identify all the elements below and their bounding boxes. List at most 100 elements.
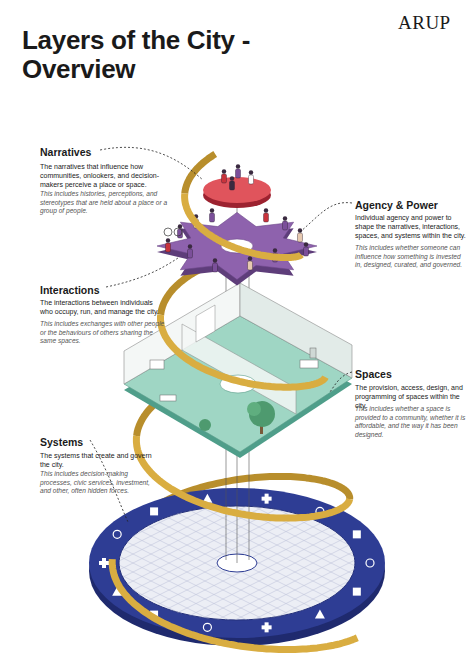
layer-description: The narratives that influence how commun… bbox=[40, 162, 168, 189]
illustration-polygon bbox=[240, 283, 352, 378]
layer-note: This includes exchanges with other peopl… bbox=[40, 320, 165, 346]
illustration-line bbox=[60, 546, 420, 669]
illustration-circle bbox=[298, 228, 302, 232]
layer-heading: Agency & Power bbox=[355, 199, 438, 211]
ribbon-front bbox=[112, 193, 357, 649]
illustration-line bbox=[60, 599, 420, 669]
illustration-rect bbox=[188, 249, 193, 258]
illustration-circle bbox=[249, 170, 253, 174]
illustration-circle bbox=[230, 176, 234, 180]
illustration-line bbox=[60, 600, 420, 669]
illustration-rect bbox=[353, 530, 361, 538]
illustration-circle bbox=[203, 623, 211, 631]
illustration-line bbox=[60, 474, 420, 654]
illustration-line bbox=[60, 492, 420, 669]
illustration-line bbox=[60, 528, 420, 669]
layer-description: The interactions between individuals who… bbox=[40, 298, 165, 316]
illustration-line bbox=[60, 510, 420, 669]
illustration-polyline bbox=[185, 193, 302, 257]
illustration-rect bbox=[150, 360, 164, 369]
illustration-rect bbox=[248, 261, 253, 270]
brand-logo: ARUP bbox=[398, 12, 451, 34]
illustration-rect bbox=[300, 360, 318, 368]
illustration-line bbox=[60, 473, 420, 653]
illustration-polygon bbox=[196, 305, 215, 342]
illustration-line bbox=[60, 609, 420, 669]
illustration-line bbox=[60, 437, 420, 617]
illustration-rect bbox=[249, 175, 254, 184]
illustration-line bbox=[60, 509, 420, 669]
illustration-path bbox=[300, 203, 352, 232]
illustration-circle bbox=[283, 216, 287, 220]
illustration-circle bbox=[247, 402, 261, 416]
illustration-line bbox=[60, 582, 420, 669]
illustration-rect bbox=[264, 213, 269, 222]
illustration-line bbox=[60, 519, 420, 669]
layer-heading: Interactions bbox=[40, 284, 100, 296]
illustration-rect bbox=[99, 561, 109, 565]
illustration-circle bbox=[213, 258, 217, 262]
layer-description: Individual agency and power to shape the… bbox=[355, 213, 467, 240]
illustration-line bbox=[60, 537, 420, 669]
illustration-rect bbox=[213, 263, 218, 272]
page-title: Layers of the City - Overview bbox=[22, 26, 272, 84]
illustration-circle bbox=[166, 238, 170, 242]
illustration-line bbox=[60, 572, 420, 669]
illustration-circle bbox=[304, 242, 308, 246]
illustration-polyline bbox=[161, 315, 326, 387]
illustration-rect bbox=[160, 395, 176, 401]
illustration-rect bbox=[310, 348, 316, 358]
layer-note: This includes histories, perceptions, an… bbox=[40, 190, 168, 216]
illustration-rect bbox=[262, 497, 272, 501]
illustration-rect bbox=[353, 588, 361, 596]
layer-description: The systems that create and govern the c… bbox=[40, 451, 158, 469]
illustration-circle bbox=[174, 228, 182, 236]
layer-heading: Spaces bbox=[355, 368, 392, 380]
illustration-rect bbox=[166, 243, 171, 252]
illustration-circle bbox=[236, 164, 240, 168]
illustration-line bbox=[60, 581, 420, 669]
illustration-circle bbox=[210, 208, 214, 212]
layer-heading: Narratives bbox=[40, 146, 91, 158]
illustration-line bbox=[60, 483, 420, 663]
illustration-polyline bbox=[136, 436, 349, 518]
illustration-line bbox=[60, 312, 420, 492]
illustration-circle bbox=[273, 248, 277, 252]
illustration-line bbox=[60, 635, 420, 669]
illustration-circle bbox=[113, 530, 121, 538]
illustration-line bbox=[60, 527, 420, 669]
illustration-circle bbox=[222, 169, 226, 173]
illustration-line bbox=[60, 518, 420, 669]
illustration-path bbox=[330, 372, 352, 392]
layer-note: This includes decision-making processes,… bbox=[40, 470, 158, 496]
narratives-disk bbox=[203, 177, 271, 208]
illustration-rect bbox=[283, 221, 288, 230]
illustration-line bbox=[60, 573, 420, 669]
illustration-ellipse bbox=[203, 177, 271, 203]
illustration-circle bbox=[248, 256, 252, 260]
illustration-rect bbox=[262, 625, 272, 629]
illustration-line bbox=[60, 545, 420, 669]
layer-heading: Systems bbox=[40, 436, 83, 448]
illustration-rect bbox=[222, 174, 227, 183]
layer-note: This includes whether someone can influe… bbox=[355, 244, 467, 270]
illustration-rect bbox=[150, 507, 158, 515]
illustration-polyline bbox=[112, 559, 357, 649]
illustration-polygon bbox=[315, 610, 325, 619]
illustration-line bbox=[60, 555, 420, 669]
people-figures bbox=[164, 164, 309, 272]
illustration-circle bbox=[199, 419, 211, 431]
illustration-circle bbox=[164, 228, 172, 236]
illustration-line bbox=[60, 501, 420, 669]
illustration-rect bbox=[210, 213, 215, 222]
illustration-line bbox=[60, 536, 420, 669]
illustration-rect bbox=[298, 233, 303, 242]
illustration-rect bbox=[230, 181, 235, 190]
illustration-line bbox=[60, 590, 420, 669]
illustration-line bbox=[60, 591, 420, 669]
illustration-circle bbox=[188, 244, 192, 248]
illustration-line bbox=[60, 554, 420, 669]
illustration-rect bbox=[236, 169, 241, 178]
illustration-line bbox=[60, 500, 420, 669]
